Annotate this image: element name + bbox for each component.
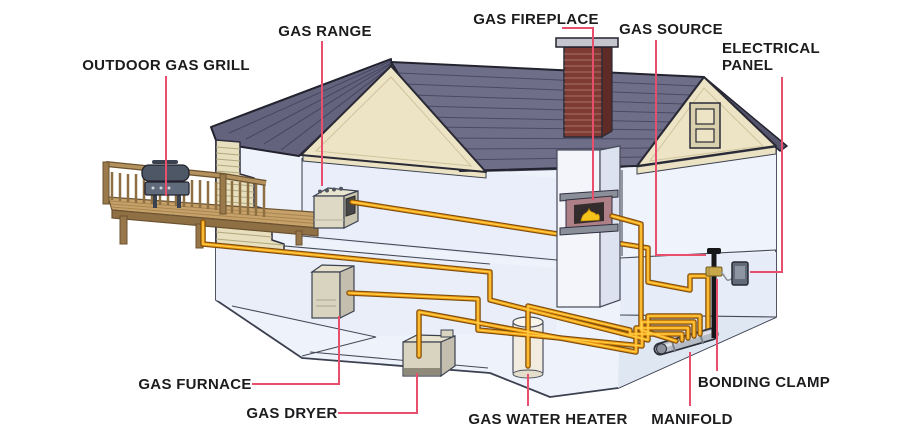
bonding-clamp-device — [705, 266, 723, 277]
chimney — [555, 37, 619, 139]
label-outdoor-gas-grill: OUTDOOR GAS GRILL — [82, 57, 250, 74]
label-electrical-panel-line1: ELECTRICAL — [722, 40, 820, 57]
left-gable — [300, 65, 487, 173]
roof — [210, 37, 788, 173]
label-gas-water-heater: GAS WATER HEATER — [468, 411, 628, 428]
leader-gas-fireplace — [562, 27, 594, 200]
label-bonding-clamp: BONDING CLAMP — [697, 374, 831, 391]
interior-cutaway — [215, 139, 777, 398]
gas-dryer-appliance — [402, 329, 456, 378]
gas-fireplace-appliance — [559, 189, 619, 236]
leader-electrical-panel — [750, 77, 783, 273]
label-gas-range: GAS RANGE — [278, 23, 372, 40]
leader-gas-source — [655, 40, 706, 256]
leader-gas-furnace — [252, 316, 340, 385]
label-gas-source: GAS SOURCE — [619, 21, 723, 38]
leader-gas-dryer — [338, 373, 418, 414]
label-gas-dryer: GAS DRYER — [246, 405, 338, 422]
label-gas-fireplace: GAS FIREPLACE — [473, 11, 599, 28]
label-manifold: MANIFOLD — [651, 411, 733, 428]
gas-range-appliance — [311, 186, 359, 229]
label-gas-furnace: GAS FURNACE — [138, 376, 252, 393]
gas-pipe-network — [200, 213, 703, 369]
gable-window — [689, 102, 721, 149]
label-electrical-panel: ELECTRICAL PANEL — [722, 40, 820, 74]
label-electrical-panel-line2: PANEL — [722, 57, 774, 74]
electrical-panel-device — [731, 261, 749, 286]
flame-icon — [580, 207, 600, 222]
leader-lines — [165, 27, 783, 414]
